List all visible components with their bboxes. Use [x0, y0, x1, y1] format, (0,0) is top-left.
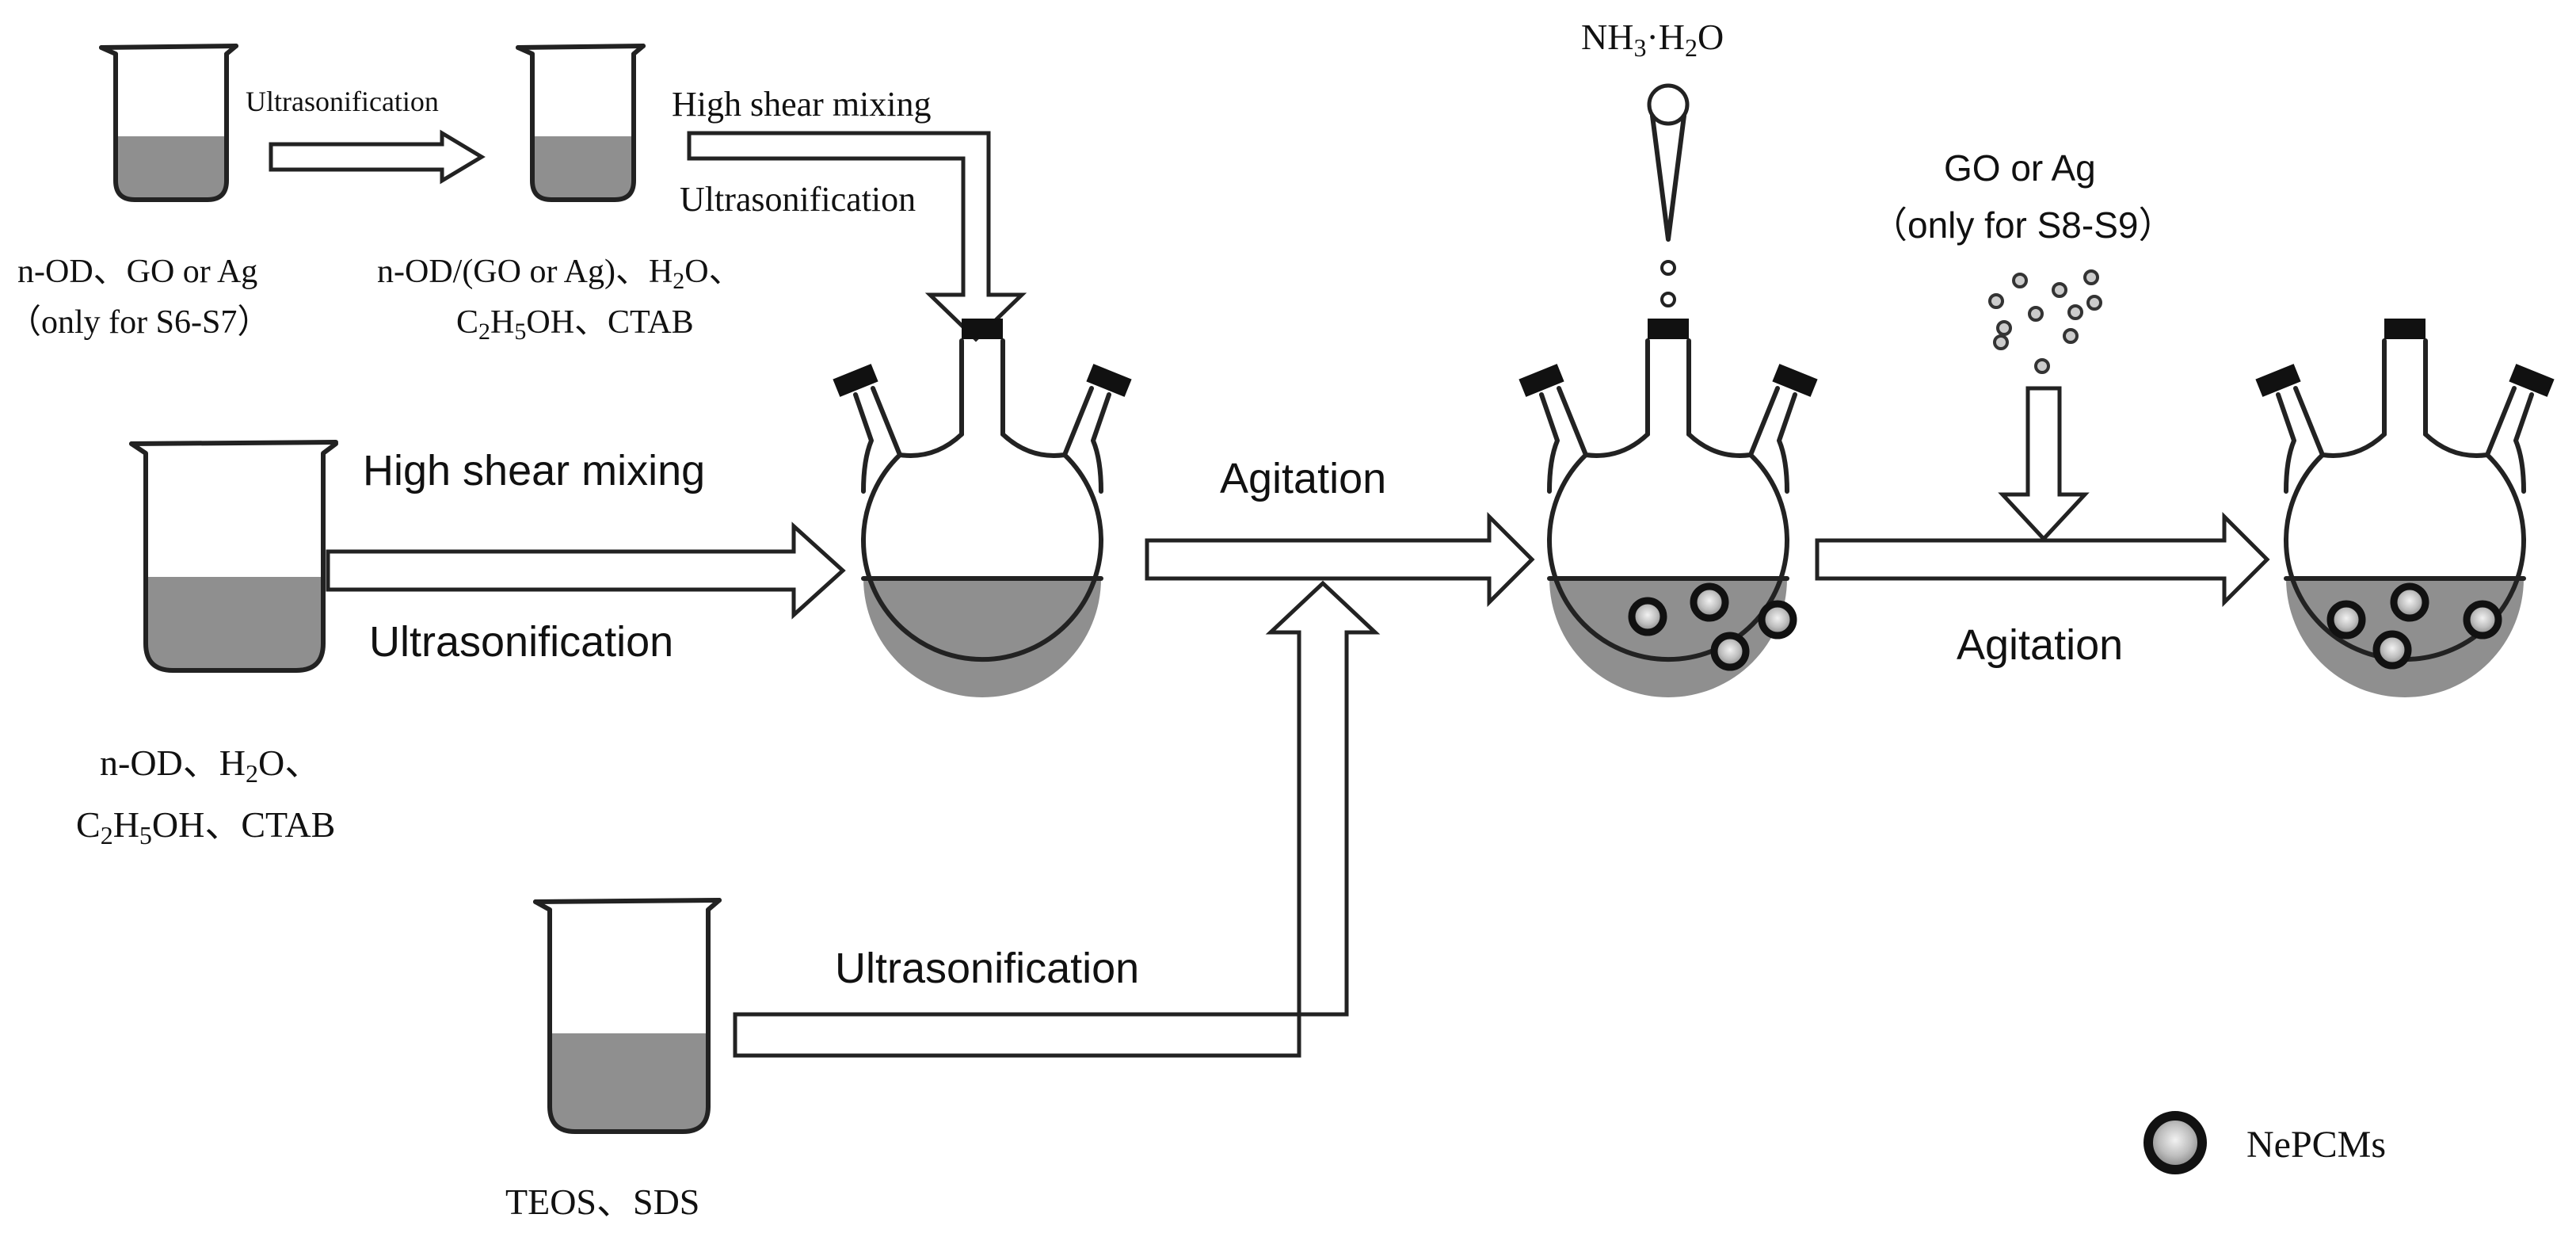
three-neck-flask-1-icon	[833, 319, 1132, 697]
three-neck-flask-3-icon	[2255, 319, 2555, 697]
beaker-1-label-line-2: （only for S6-S7）	[8, 304, 270, 341]
beaker-2-label-line-1: n-OD/(GO or Ag)、H2O、	[377, 254, 742, 294]
small-beaker-2-icon	[516, 44, 646, 202]
down-arrow-icon	[1998, 386, 2090, 542]
legend: NePCMs	[2143, 1111, 2386, 1174]
elbow-arrow-icon	[733, 580, 1381, 1058]
large-beaker-3-icon	[129, 440, 338, 673]
beaker-3-label-line-2: C2H5OH、CTAB	[76, 804, 335, 849]
go-ag-label-line-2: （only for S8-S9）	[1871, 204, 2174, 246]
beaker-3-label-line-1: n-OD、H2O、	[100, 743, 321, 788]
arrow-icon	[1815, 511, 2270, 608]
legend-label: NePCMs	[2246, 1124, 2386, 1166]
beaker-4-label: TEOS、SDS	[505, 1182, 699, 1222]
agitation-label-2: Agitation	[1957, 621, 2123, 669]
small-beaker-1-icon	[99, 44, 238, 202]
elbow-arrow-icon	[687, 131, 1027, 342]
particle-icon	[2326, 582, 2502, 670]
arrow-icon	[269, 129, 486, 185]
particle-icon	[1628, 582, 1797, 671]
particle-icon	[2143, 1111, 2207, 1174]
go-ag-label-line-1: GO or Ag	[1944, 147, 2096, 189]
go-ag-particles	[1988, 269, 2102, 374]
large-beaker-4-icon	[533, 898, 722, 1134]
three-neck-flask-2-icon	[1519, 319, 1818, 697]
arrow-icon	[326, 521, 846, 620]
dropper-icon	[1647, 83, 1690, 242]
high-shear-mixing-label-middle: High shear mixing	[363, 447, 705, 494]
ultrasonification-label-top-left: Ultrasonification	[246, 86, 439, 117]
beaker-1-label-line-1: n-OD、GO or Ag	[17, 254, 257, 290]
arrow-icon	[1145, 511, 1535, 608]
ultrasonification-label-top: Ultrasonification	[680, 180, 916, 219]
agitation-label-1: Agitation	[1220, 455, 1386, 502]
high-shear-mixing-label-top: High shear mixing	[672, 85, 932, 124]
beaker-2-label-line-2: C2H5OH、CTAB	[456, 304, 694, 345]
ultrasonification-label-middle: Ultrasonification	[369, 618, 673, 666]
ammonia-label: NH3·H2O	[1581, 17, 1724, 62]
ultrasonification-label-bottom: Ultrasonification	[835, 945, 1139, 992]
